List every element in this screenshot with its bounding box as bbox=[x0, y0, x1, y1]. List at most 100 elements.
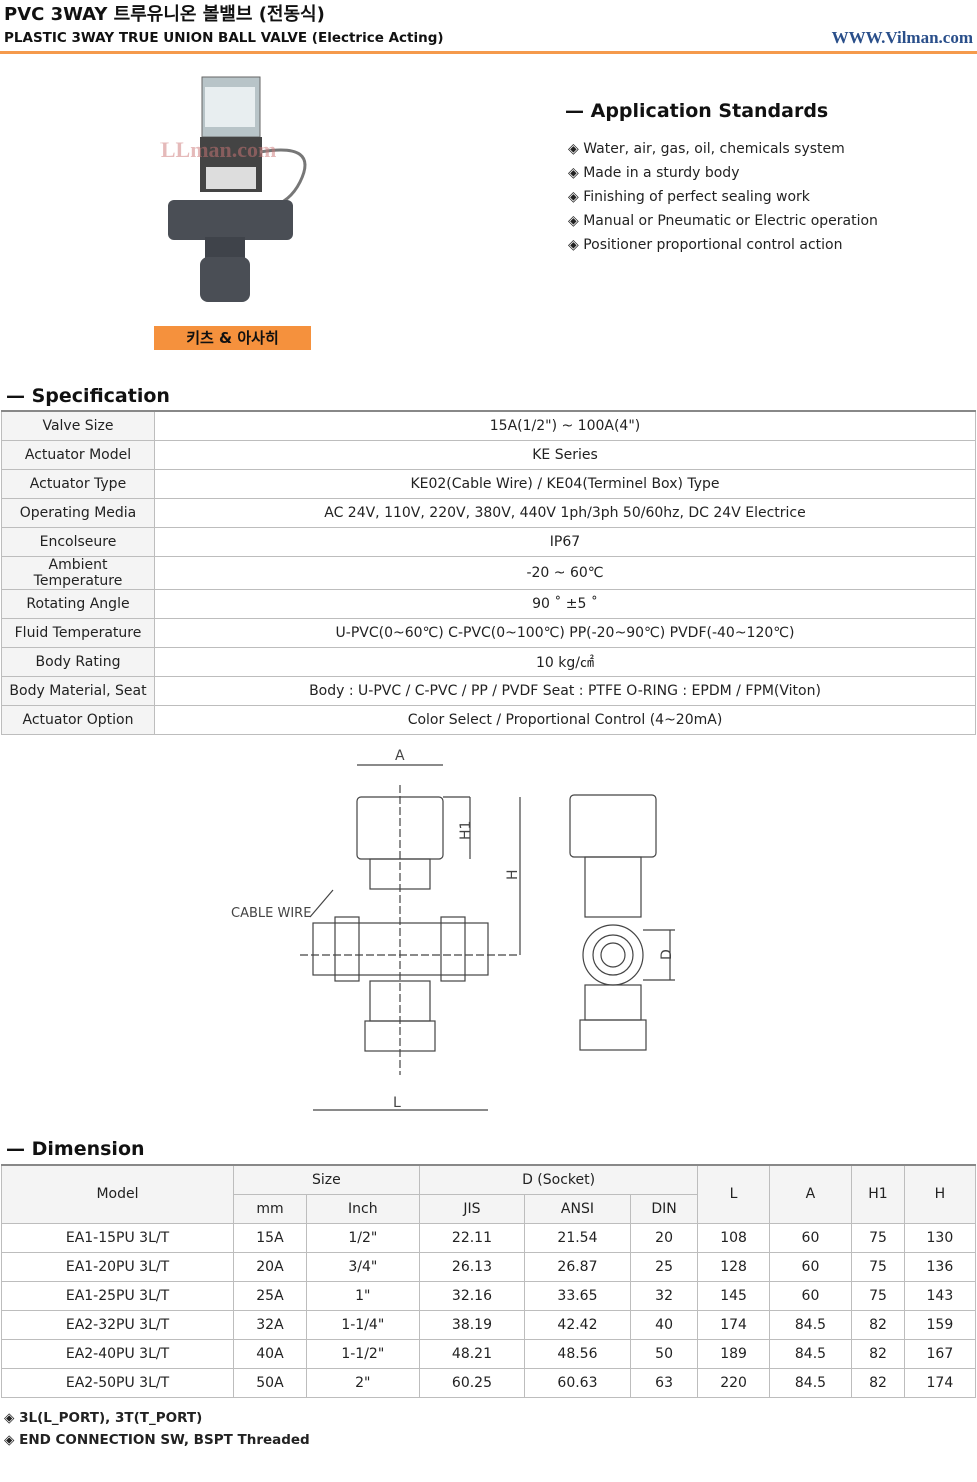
col-din: DIN bbox=[629, 1193, 699, 1224]
col-h: H bbox=[903, 1164, 977, 1224]
table-cell: 25 bbox=[629, 1251, 699, 1282]
spec-label: Fluid Temperature bbox=[1, 617, 155, 648]
table-cell: 20A bbox=[233, 1251, 307, 1282]
table-cell: 32.16 bbox=[418, 1280, 526, 1311]
table-cell: 75 bbox=[851, 1251, 905, 1282]
table-cell: 26.87 bbox=[524, 1251, 631, 1282]
spec-value: KE Series bbox=[154, 439, 976, 470]
list-item: Made in a sturdy body bbox=[568, 161, 878, 185]
table-cell: 128 bbox=[697, 1251, 770, 1282]
dim-label-h1: H1 bbox=[458, 821, 474, 840]
table-cell: 40 bbox=[629, 1309, 699, 1340]
table-cell: 84.5 bbox=[768, 1309, 853, 1340]
table-cell: 220 bbox=[697, 1367, 770, 1398]
note: END CONNECTION SW, BSPT Threaded bbox=[4, 1429, 310, 1451]
col-mm: mm bbox=[233, 1193, 307, 1224]
table-cell: 21.54 bbox=[524, 1222, 631, 1253]
col-ansi: ANSI bbox=[524, 1193, 631, 1224]
table-cell: 174 bbox=[903, 1367, 977, 1398]
table-cell: 159 bbox=[903, 1309, 977, 1340]
spec-value: AC 24V, 110V, 220V, 380V, 440V 1ph/3ph 5… bbox=[154, 497, 976, 528]
table-cell: 48.56 bbox=[524, 1338, 631, 1369]
spec-value: 15A(1/2") ~ 100A(4") bbox=[154, 410, 976, 441]
watermark: VLLman.com bbox=[160, 137, 276, 162]
table-cell: 1-1/2" bbox=[305, 1338, 420, 1369]
spec-label: Valve Size bbox=[1, 410, 155, 441]
table-cell: 38.19 bbox=[418, 1309, 526, 1340]
table-cell: 32 bbox=[629, 1280, 699, 1311]
table-cell: 82 bbox=[851, 1309, 905, 1340]
table-cell: 60.63 bbox=[524, 1367, 631, 1398]
spec-label: Actuator Option bbox=[1, 704, 155, 735]
table-cell: 84.5 bbox=[768, 1367, 853, 1398]
table-cell: 167 bbox=[903, 1338, 977, 1369]
spec-value: Body : U-PVC / C-PVC / PP / PVDF Seat : … bbox=[154, 675, 976, 706]
dim-label-h: H bbox=[505, 869, 521, 880]
table-cell: 25A bbox=[233, 1280, 307, 1311]
header-divider bbox=[0, 51, 977, 54]
application-title: — Application Standards bbox=[565, 100, 829, 122]
table-cell: 32A bbox=[233, 1309, 307, 1340]
spec-label: Rotating Angle bbox=[1, 588, 155, 619]
specification-title: — Specification bbox=[6, 385, 170, 407]
note: 3L(L_PORT), 3T(T_PORT) bbox=[4, 1407, 310, 1429]
col-model: Model bbox=[1, 1164, 234, 1224]
spec-label: Body Rating bbox=[1, 646, 155, 677]
table-cell: 60.25 bbox=[418, 1367, 526, 1398]
table-cell: 75 bbox=[851, 1280, 905, 1311]
spec-value: -20 ~ 60℃ bbox=[154, 555, 976, 590]
col-a: A bbox=[768, 1164, 853, 1224]
table-cell: 143 bbox=[903, 1280, 977, 1311]
col-l: L bbox=[697, 1164, 770, 1224]
table-cell: 15A bbox=[233, 1222, 307, 1253]
table-cell: 84.5 bbox=[768, 1338, 853, 1369]
table-cell: 108 bbox=[697, 1222, 770, 1253]
brand-label: 키츠 & 아사히 bbox=[154, 326, 311, 350]
table-cell: 60 bbox=[768, 1251, 853, 1282]
table-cell: 60 bbox=[768, 1280, 853, 1311]
spec-value: IP67 bbox=[154, 526, 976, 557]
table-cell: EA2-50PU 3L/T bbox=[1, 1367, 234, 1398]
col-h1: H1 bbox=[851, 1164, 905, 1224]
table-cell: 50 bbox=[629, 1338, 699, 1369]
table-cell: 2" bbox=[305, 1367, 420, 1398]
dimension-table: Model Size D (Socket) L A H1 H mm Inch J… bbox=[1, 1164, 977, 1398]
dimension-title: — Dimension bbox=[6, 1138, 145, 1160]
table-cell: 22.11 bbox=[418, 1222, 526, 1253]
table-cell: 1-1/4" bbox=[305, 1309, 420, 1340]
table-cell: 174 bbox=[697, 1309, 770, 1340]
application-title-text: Application Standards bbox=[590, 100, 829, 122]
table-cell: 130 bbox=[903, 1222, 977, 1253]
dimension-title-text: Dimension bbox=[31, 1138, 145, 1160]
table-cell: 20 bbox=[629, 1222, 699, 1253]
spec-row: Ambient Temperature-20 ~ 60℃ bbox=[1, 555, 976, 590]
table-cell: 136 bbox=[903, 1251, 977, 1282]
spec-value: Color Select / Proportional Control (4~2… bbox=[154, 704, 976, 735]
valve-product-photo: VLLman.com bbox=[160, 76, 307, 302]
dim-label-l: L bbox=[393, 1095, 401, 1111]
notes: 3L(L_PORT), 3T(T_PORT) END CONNECTION SW… bbox=[4, 1407, 310, 1451]
col-inch: Inch bbox=[305, 1193, 420, 1224]
table-cell: 3/4" bbox=[305, 1251, 420, 1282]
table-cell: EA1-25PU 3L/T bbox=[1, 1280, 234, 1311]
site-link[interactable]: WWW.Vilman.com bbox=[831, 28, 973, 47]
table-cell: 189 bbox=[697, 1338, 770, 1369]
col-jis: JIS bbox=[418, 1193, 526, 1224]
table-cell: 145 bbox=[697, 1280, 770, 1311]
table-cell: EA1-15PU 3L/T bbox=[1, 1222, 234, 1253]
spec-label: Body Material, Seat bbox=[1, 675, 155, 706]
table-cell: EA2-32PU 3L/T bbox=[1, 1309, 234, 1340]
list-item: Water, air, gas, oil, chemicals system bbox=[568, 137, 878, 161]
col-d-socket: D (Socket) bbox=[418, 1164, 699, 1195]
